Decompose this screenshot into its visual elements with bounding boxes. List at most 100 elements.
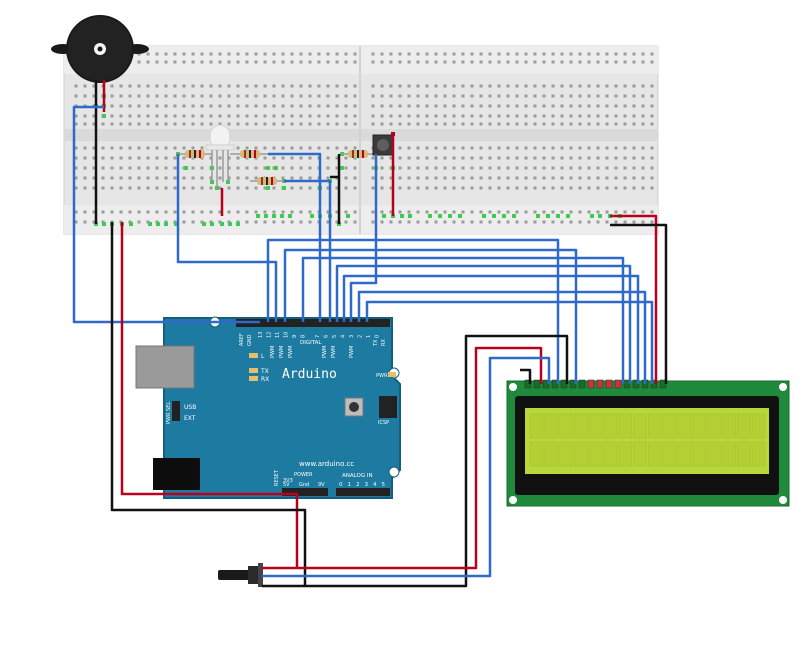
breadboard-hole (542, 122, 546, 126)
breadboard-hole (353, 52, 357, 56)
jumper-wires (72, 80, 668, 588)
digital-pin-number: 10 (284, 332, 290, 338)
breadboard-hole (146, 94, 150, 98)
breadboard-hole (587, 166, 591, 170)
breadboard-hole (398, 104, 402, 108)
breadboard-hole (164, 186, 168, 190)
breadboard-hole (524, 176, 528, 180)
breadboard-hole (101, 146, 105, 150)
breadboard-hole (119, 146, 123, 150)
breadboard-hole (569, 156, 573, 160)
breadboard-hole (632, 220, 636, 224)
breadboard-hole (191, 84, 195, 88)
breadboard-hole (632, 52, 636, 56)
breadboard-hole (263, 52, 267, 56)
breadboard-hole (344, 220, 348, 224)
icsp-label: ICSP (378, 420, 389, 426)
breadboard-hole (569, 166, 573, 170)
breadboard-hole (488, 84, 492, 88)
breadboard-hole (191, 186, 195, 190)
breadboard-hole (263, 104, 267, 108)
breadboard-hole (398, 166, 402, 170)
breadboard-hole (407, 220, 411, 224)
breadboard-hole (641, 114, 645, 118)
breadboard-hole (227, 166, 231, 170)
lcd-character-cell (707, 441, 721, 467)
breadboard-used-hole (492, 214, 496, 218)
analog-pin-number: 5 (382, 482, 386, 488)
breadboard-hole (254, 60, 258, 64)
breadboard-hole (344, 60, 348, 64)
breadboard-hole (182, 176, 186, 180)
breadboard-hole (164, 94, 168, 98)
breadboard-hole (155, 166, 159, 170)
breadboard-hole (560, 146, 564, 150)
breadboard-hole (461, 114, 465, 118)
breadboard-hole (470, 122, 474, 126)
breadboard-hole (236, 104, 240, 108)
breadboard-hole (578, 220, 582, 224)
breadboard-hole (245, 114, 249, 118)
breadboard-hole (452, 220, 456, 224)
breadboard-hole (218, 52, 222, 56)
breadboard-hole (119, 210, 123, 214)
wire-black (520, 368, 532, 384)
breadboard-hole (461, 166, 465, 170)
lcd-character-cell (751, 413, 766, 439)
breadboard-hole (164, 210, 168, 214)
breadboard-hole (209, 52, 213, 56)
breadboard-hole (533, 166, 537, 170)
breadboard-hole (605, 186, 609, 190)
breadboard-hole (182, 94, 186, 98)
analog-in-label: ANALOG IN (342, 473, 373, 479)
breadboard-hole (344, 166, 348, 170)
breadboard-hole (272, 94, 276, 98)
breadboard-hole (92, 94, 96, 98)
breadboard-hole (542, 104, 546, 108)
breadboard-hole (308, 186, 312, 190)
breadboard-hole (650, 166, 654, 170)
breadboard-hole (245, 94, 249, 98)
breadboard-hole (416, 220, 420, 224)
breadboard-used-hole (310, 214, 314, 218)
breadboard-hole (524, 186, 528, 190)
power-jack (153, 458, 200, 490)
breadboard (63, 45, 659, 235)
lcd-module (506, 379, 790, 507)
breadboard-hole (218, 94, 222, 98)
breadboard-hole (254, 114, 258, 118)
breadboard-hole (587, 156, 591, 160)
breadboard-hole (128, 146, 132, 150)
breadboard-hole (650, 210, 654, 214)
breadboard-used-hole (228, 222, 232, 226)
breadboard-hole (443, 146, 447, 150)
breadboard-hole (434, 84, 438, 88)
breadboard-hole (155, 84, 159, 88)
lcd-character-cell (529, 413, 544, 439)
breadboard-hole (344, 104, 348, 108)
breadboard-hole (137, 104, 141, 108)
breadboard-hole (335, 94, 339, 98)
breadboard-hole (434, 156, 438, 160)
breadboard-hole (551, 166, 555, 170)
lcd-character-cell (751, 441, 766, 467)
digital-pin-number: 5 (332, 335, 338, 338)
breadboard-hole (596, 114, 600, 118)
breadboard-hole (164, 104, 168, 108)
digital-pin-number: 7 (315, 335, 321, 338)
breadboard-hole (119, 104, 123, 108)
breadboard-hole (515, 210, 519, 214)
breadboard-hole (299, 52, 303, 56)
breadboard-hole (245, 122, 249, 126)
breadboard-hole (650, 84, 654, 88)
breadboard-hole (263, 186, 267, 190)
breadboard-hole (587, 114, 591, 118)
breadboard-hole (110, 114, 114, 118)
breadboard-hole (416, 122, 420, 126)
breadboard-hole (317, 52, 321, 56)
breadboard-hole (470, 146, 474, 150)
breadboard-hole (299, 176, 303, 180)
breadboard-used-hole (288, 214, 292, 218)
breadboard-hole (578, 114, 582, 118)
breadboard-hole (596, 186, 600, 190)
